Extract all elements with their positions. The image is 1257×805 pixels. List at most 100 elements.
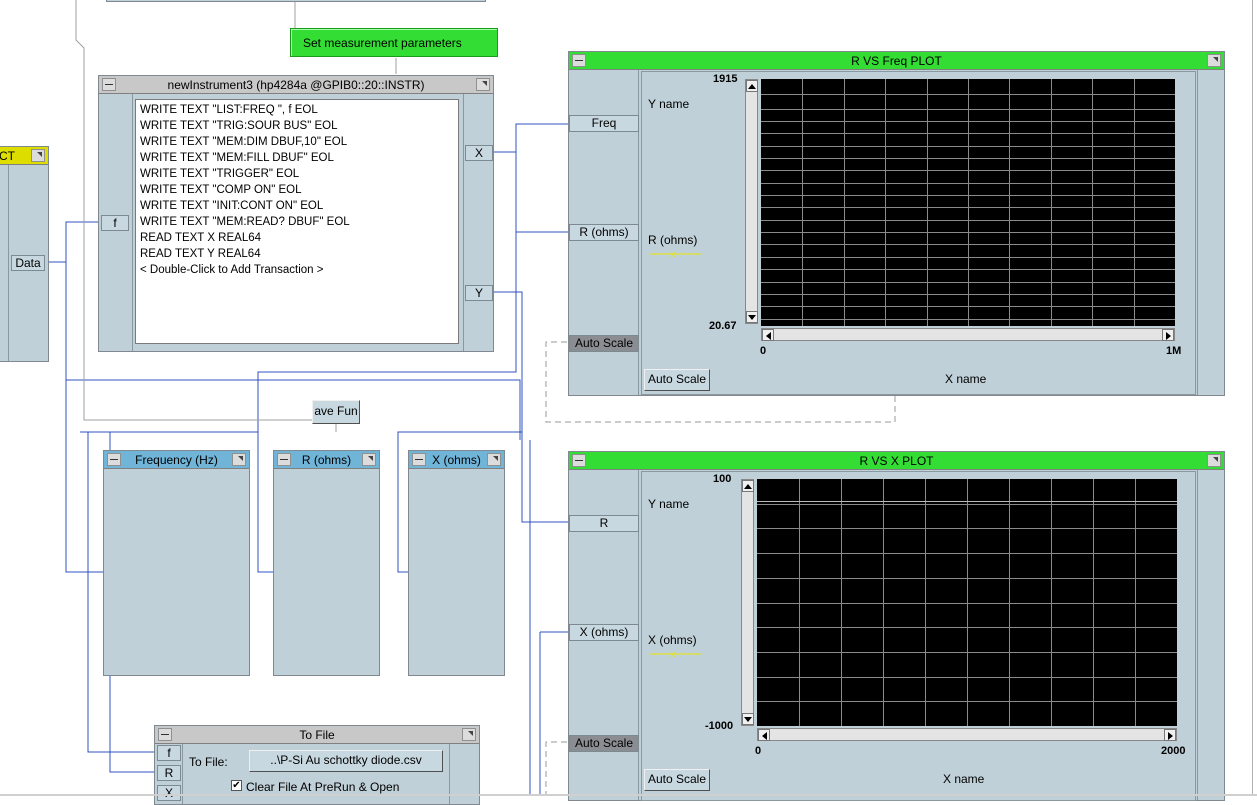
instrument-input-area (99, 94, 133, 351)
x-output-pin[interactable]: X (465, 145, 493, 161)
r-vs-x-plot[interactable]: R VS X PLOT R X (ohms) Auto Scale 100 Y … (568, 451, 1225, 801)
svg-text:x: x (670, 250, 676, 258)
plot1-canvas[interactable] (761, 79, 1175, 326)
to-file-r-pin[interactable]: R (157, 765, 181, 781)
plot1-right-area (1197, 70, 1224, 395)
scroll-down-icon[interactable] (742, 713, 754, 725)
transaction-line[interactable]: WRITE TEXT "MEM:FILL DBUF" EOL (140, 152, 334, 164)
plot1-grid (761, 79, 1175, 326)
transaction-line[interactable]: WRITE TEXT "MEM:READ? DBUF" EOL (140, 216, 350, 228)
x-title: X (ohms) (432, 453, 481, 467)
left-partial-object[interactable]: CT Data (0, 146, 49, 362)
transaction-line[interactable]: READ TEXT Y REAL64 (140, 248, 261, 260)
plot1-frame (641, 71, 1196, 395)
set-measurement-parameters-object[interactable]: Set measurement parameters (290, 28, 498, 57)
clear-file-checkbox[interactable]: ✔ (231, 780, 242, 791)
maximize-icon[interactable] (362, 453, 376, 466)
transaction-list[interactable]: WRITE TEXT "LIST:FREQ ", f EOL WRITE TEXT… (135, 99, 459, 344)
plot1-freq-pin[interactable]: Freq (569, 115, 639, 132)
instrument-titlebar: newInstrument3 (hp4284a @GPIB0::20::INST… (99, 76, 493, 94)
plot2-auto-scale-button[interactable]: Auto Scale (644, 769, 710, 791)
save-fun-label: ave Fun (314, 404, 358, 418)
left-object-title: CT (0, 149, 15, 163)
maximize-icon[interactable] (232, 453, 246, 466)
to-file-x-pin[interactable]: X (157, 785, 181, 801)
scroll-down-icon[interactable] (746, 311, 758, 323)
plot1-x-name: X name (945, 372, 987, 386)
minimize-icon[interactable] (158, 728, 172, 741)
plot2-vertical-scrollbar[interactable] (741, 479, 754, 726)
minimize-icon[interactable] (412, 453, 426, 466)
instrument-object[interactable]: newInstrument3 (hp4284a @GPIB0::20::INST… (98, 75, 494, 352)
maximize-icon[interactable] (1207, 454, 1221, 467)
set-measurement-parameters-label: Set measurement parameters (303, 36, 462, 50)
f-input-pin[interactable]: f (101, 215, 129, 231)
plot1-auto-scale-label: Auto Scale (647, 372, 707, 386)
left-object-inner (0, 165, 9, 361)
save-fun-button[interactable]: ave Fun (312, 400, 360, 424)
transaction-line[interactable]: READ TEXT X REAL64 (140, 232, 262, 244)
to-file-label: To File: (189, 755, 228, 769)
transaction-line[interactable]: WRITE TEXT "LIST:FREQ ", f EOL (140, 104, 318, 116)
r-vs-freq-plot[interactable]: R VS Freq PLOT Freq R (ohms) Auto Scale … (568, 51, 1225, 396)
plot2-right-area (1197, 470, 1224, 800)
plot2-r-pin[interactable]: R (569, 515, 639, 532)
top-object-edge (106, 0, 486, 2)
maximize-icon[interactable] (1207, 54, 1221, 67)
canvas-bottom-edge (0, 794, 1257, 796)
transaction-line[interactable]: WRITE TEXT "INIT:CONT ON" EOL (140, 200, 324, 212)
to-file-right-area (449, 744, 479, 804)
r-title: R (ohms) (301, 453, 352, 467)
plot1-vertical-scrollbar[interactable] (745, 79, 758, 324)
plot1-x-min: 0 (760, 345, 767, 357)
plot2-canvas[interactable] (757, 479, 1177, 726)
maximize-icon[interactable] (476, 78, 490, 91)
plot1-trace-legend-icon: x (649, 250, 701, 258)
minimize-icon[interactable] (572, 54, 586, 67)
plot1-trace-name: R (ohms) (648, 233, 698, 247)
plot2-x-min: 0 (755, 745, 762, 757)
minimize-icon[interactable] (102, 78, 116, 91)
plot1-title: R VS Freq PLOT (851, 54, 942, 68)
scroll-up-icon[interactable] (742, 480, 754, 492)
plot2-titlebar: R VS X PLOT (569, 452, 1224, 470)
plot2-y-name: Y name (648, 497, 690, 511)
scroll-up-icon[interactable] (746, 80, 758, 92)
to-file-object[interactable]: To File f R X To File: ..\P-Si Au schott… (154, 725, 480, 805)
x-display[interactable]: X (ohms) (408, 450, 505, 676)
plot1-horizontal-scrollbar[interactable] (761, 328, 1175, 341)
plot2-autoscale-pin[interactable]: Auto Scale (569, 735, 639, 752)
instrument-title: newInstrument3 (hp4284a @GPIB0::20::INST… (167, 78, 425, 92)
plot2-horizontal-scrollbar[interactable] (757, 728, 1177, 741)
frequency-title: Frequency (Hz) (135, 453, 218, 467)
transaction-line[interactable]: WRITE TEXT "TRIG:SOUR BUS" EOL (140, 120, 338, 132)
to-file-input-area (155, 744, 183, 804)
plot1-y-name: Y name (648, 97, 690, 111)
transaction-line[interactable]: WRITE TEXT "COMP ON" EOL (140, 184, 302, 196)
y-output-pin[interactable]: Y (465, 285, 493, 301)
plot1-autoscale-pin[interactable]: Auto Scale (569, 335, 639, 352)
maximize-icon[interactable] (462, 728, 476, 741)
plot1-auto-scale-button[interactable]: Auto Scale (644, 369, 710, 391)
minimize-icon[interactable] (107, 453, 121, 466)
scroll-left-icon[interactable] (762, 329, 774, 341)
plot2-x-name: X name (943, 772, 985, 786)
scroll-right-icon[interactable] (1162, 329, 1174, 341)
r-display[interactable]: R (ohms) (273, 450, 380, 676)
plot2-x-pin[interactable]: X (ohms) (569, 624, 639, 641)
transaction-line[interactable]: WRITE TEXT "MEM:DIM DBUF,10" EOL (140, 136, 348, 148)
to-file-f-pin[interactable]: f (157, 745, 181, 761)
scroll-right-icon[interactable] (1164, 729, 1176, 741)
maximize-icon[interactable] (31, 149, 45, 162)
frequency-display[interactable]: Frequency (Hz) (103, 450, 250, 676)
transaction-line[interactable]: WRITE TEXT "TRIGGER" EOL (140, 168, 300, 180)
minimize-icon[interactable] (277, 453, 291, 466)
maximize-icon[interactable] (487, 453, 501, 466)
data-output-pin[interactable]: Data (11, 255, 45, 271)
plot1-r-pin[interactable]: R (ohms) (569, 224, 639, 241)
filename-button[interactable]: ..\P-Si Au schottky diode.csv (249, 750, 443, 772)
minimize-icon[interactable] (572, 454, 586, 467)
scroll-left-icon[interactable] (758, 729, 770, 741)
transaction-lines: WRITE TEXT "LIST:FREQ ", f EOL WRITE TEXT… (140, 102, 458, 278)
transaction-line[interactable]: < Double-Click to Add Transaction > (140, 264, 324, 276)
